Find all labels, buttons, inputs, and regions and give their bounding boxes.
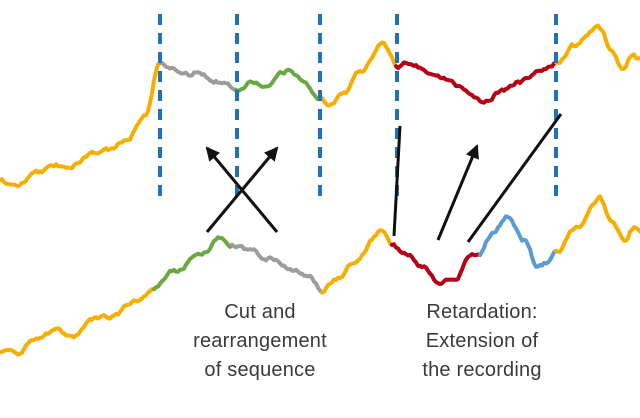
cut-rearrangement-label: Cut and rearrangement of sequence <box>138 298 382 385</box>
retardation-label-line2: Extension of <box>425 330 539 352</box>
cut-label-line1: Cut and <box>224 301 296 323</box>
cut-label-line2: rearrangement <box>193 330 327 352</box>
retardation-label-line1: Retardation: <box>426 301 538 323</box>
retardation-label-line3: the recording <box>422 359 542 381</box>
retardation-label: Retardation: Extension of the recording <box>362 298 602 385</box>
cut-label-line3: of sequence <box>204 359 316 381</box>
